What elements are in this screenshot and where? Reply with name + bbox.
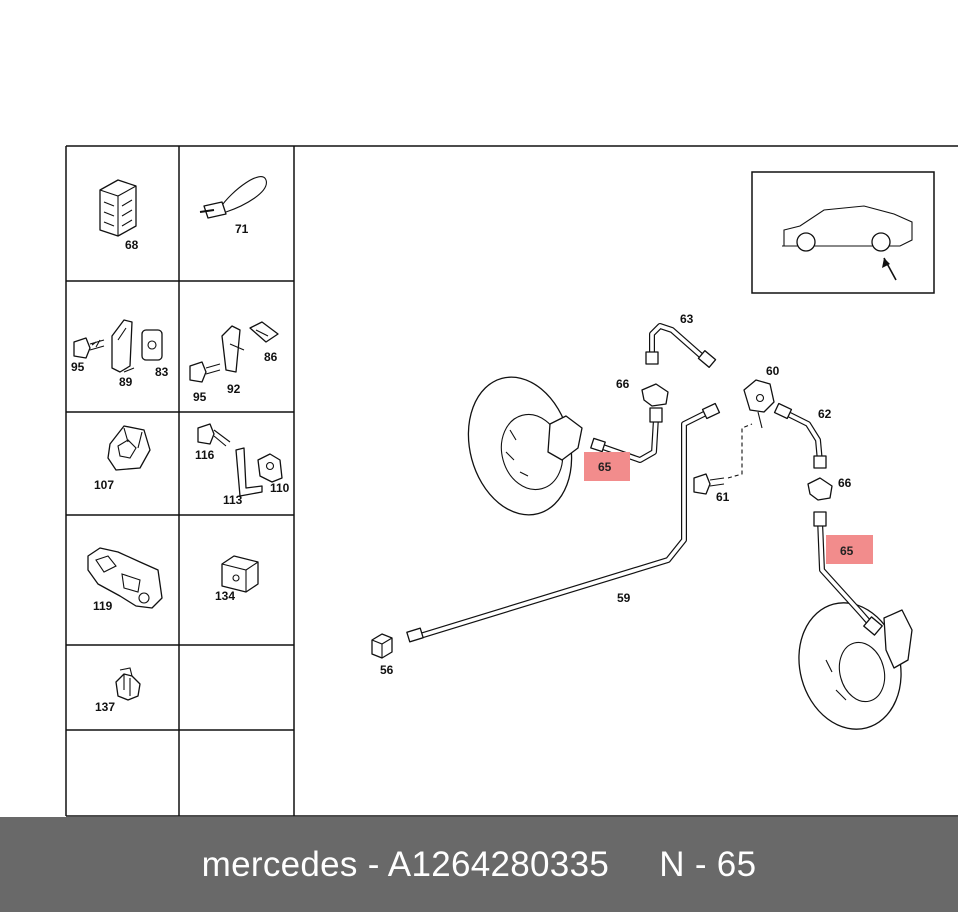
part-label-113: 113 — [223, 493, 243, 507]
callout-65-left: 65 — [598, 460, 612, 474]
bolt-61 — [693, 423, 753, 495]
part-137-drawing — [115, 667, 141, 701]
brake-line-62 — [773, 402, 827, 469]
part-label-86: 86 — [264, 350, 278, 364]
brake-disc-right — [798, 602, 913, 730]
nut-56 — [371, 633, 393, 659]
label-66-left: 66 — [616, 377, 630, 391]
part-label-110: 110 — [270, 481, 290, 495]
part-label-95b: 95 — [193, 390, 207, 404]
part-92-bracket-drawing — [221, 325, 245, 373]
part-107-drawing — [107, 425, 151, 471]
brake-hose-65-right — [813, 511, 883, 636]
part-95-screw-drawing-b — [189, 361, 221, 383]
brake-line-63 — [645, 323, 717, 368]
label-56: 56 — [380, 663, 394, 677]
part-label-116: 116 — [195, 448, 215, 462]
label-60: 60 — [766, 364, 780, 378]
part-86-clip-drawing — [249, 321, 279, 343]
label-63: 63 — [680, 312, 694, 326]
part-119-drawing — [87, 547, 163, 609]
brake-line-59 — [406, 402, 721, 643]
part-110-clip-drawing — [257, 453, 283, 483]
part-89-bracket-drawing — [111, 319, 135, 373]
parts-diagram: 68 71 95 89 83 86 95 92 107 — [65, 145, 958, 817]
part-label-95a: 95 — [71, 360, 85, 374]
brake-disc-left — [467, 376, 583, 516]
part-83-clip-drawing — [141, 329, 163, 361]
part-68-drawing — [99, 179, 137, 237]
diagram-frame — [65, 145, 958, 817]
part-label-89: 89 — [119, 375, 133, 389]
bracket-66-right — [807, 477, 833, 501]
car-locator-inset — [751, 171, 935, 294]
callout-65-right: 65 — [840, 544, 854, 558]
label-61: 61 — [716, 490, 730, 504]
part-label-137: 137 — [95, 700, 115, 714]
part-label-92: 92 — [227, 382, 241, 396]
bracket-66-left — [641, 383, 669, 407]
part-label-83: 83 — [155, 365, 169, 379]
part-116-screw-drawing — [197, 423, 231, 447]
part-label-68: 68 — [125, 238, 139, 252]
part-label-71: 71 — [235, 222, 249, 236]
footer-caption: mercedes - A1264280335 N - 65 — [201, 844, 757, 884]
part-134-drawing — [221, 555, 259, 593]
footer-bar: mercedes - A1264280335 N - 65 — [0, 817, 958, 912]
highlight-65-right — [826, 535, 873, 564]
label-59: 59 — [617, 591, 631, 605]
label-62: 62 — [818, 407, 832, 421]
part-label-119: 119 — [93, 599, 113, 613]
part-95-screw-drawing — [73, 337, 105, 359]
highlight-65-left — [584, 452, 630, 481]
part-113-bracket-drawing — [235, 447, 263, 497]
distributor-60 — [743, 379, 775, 429]
part-71-drawing — [199, 176, 267, 219]
part-label-134: 134 — [215, 589, 235, 603]
label-66-right: 66 — [838, 476, 852, 490]
part-label-107: 107 — [94, 478, 114, 492]
